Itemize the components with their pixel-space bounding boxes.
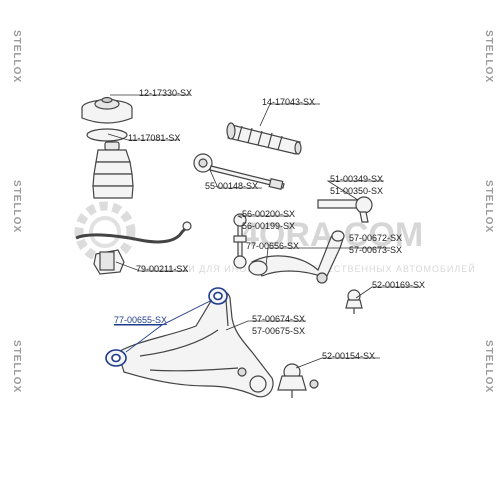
side-logo-right-3: STELLOX (483, 340, 494, 393)
part-code-label: 11-17081-SX (128, 133, 180, 143)
side-logo-left-2: STELLOX (11, 180, 22, 233)
upper-control-arm-drawing (248, 230, 345, 284)
bushing-front-icon (105, 349, 127, 367)
leader-lines (107, 94, 420, 369)
lower-control-arm-drawing (117, 291, 274, 398)
part-code-label: 77-00656-SX (246, 241, 299, 251)
part-code-label: 57-00674-SX (252, 314, 305, 324)
part-code-label: 14-17043-SX (262, 97, 315, 107)
part-code-label-highlighted[interactable]: 77-00655-SX (114, 315, 167, 325)
part-code-label: 56-00200-SX (242, 209, 295, 219)
part-code-label: 56-00199-SX (242, 221, 295, 231)
side-logo-left-3: STELLOX (11, 340, 22, 393)
part-labels: 12-17330-SX 14-17043-SX 11-17081-SX 55-0… (114, 88, 425, 361)
bushing-rear-icon (208, 287, 228, 305)
part-code-label: 57-00673-SX (349, 245, 402, 255)
part-code-label: 57-00675-SX (252, 326, 305, 336)
ball-joint-lower-drawing (277, 363, 319, 398)
part-code-label: 12-17330-SX (139, 88, 192, 98)
stabilizer-bar-drawing (75, 221, 192, 275)
ball-joint-upper-drawing (345, 289, 363, 314)
part-code-label: 55-00148-SX (205, 181, 258, 191)
side-logo-right-2: STELLOX (483, 180, 494, 233)
strut-mount-drawing (81, 96, 133, 142)
tie-rod-end-drawing (317, 196, 373, 223)
side-logos: STELLOX STELLOX STELLOX STELLOX STELLOX … (11, 30, 494, 393)
part-code-label: 51-00349-SX (330, 174, 383, 184)
stabilizer-link-drawing (233, 213, 247, 269)
part-code-label: 79-00211-SX (136, 264, 188, 274)
part-code-label: 52-00169-SX (372, 280, 425, 290)
part-code-label: 57-00672-SX (349, 233, 402, 243)
highlight-leader-lines (114, 299, 213, 353)
highlighted-bushings (105, 287, 228, 367)
watermark-gear-icon (74, 201, 136, 263)
tie-rod-drawing (193, 153, 285, 190)
steering-boot-drawing (226, 122, 302, 155)
side-logo-left-1: STELLOX (11, 30, 22, 83)
part-code-label: 52-00154-SX (322, 351, 375, 361)
side-logo-right-1: STELLOX (483, 30, 494, 83)
part-code-label: 51-00350-SX (330, 186, 383, 196)
bump-boot-drawing (92, 141, 134, 199)
